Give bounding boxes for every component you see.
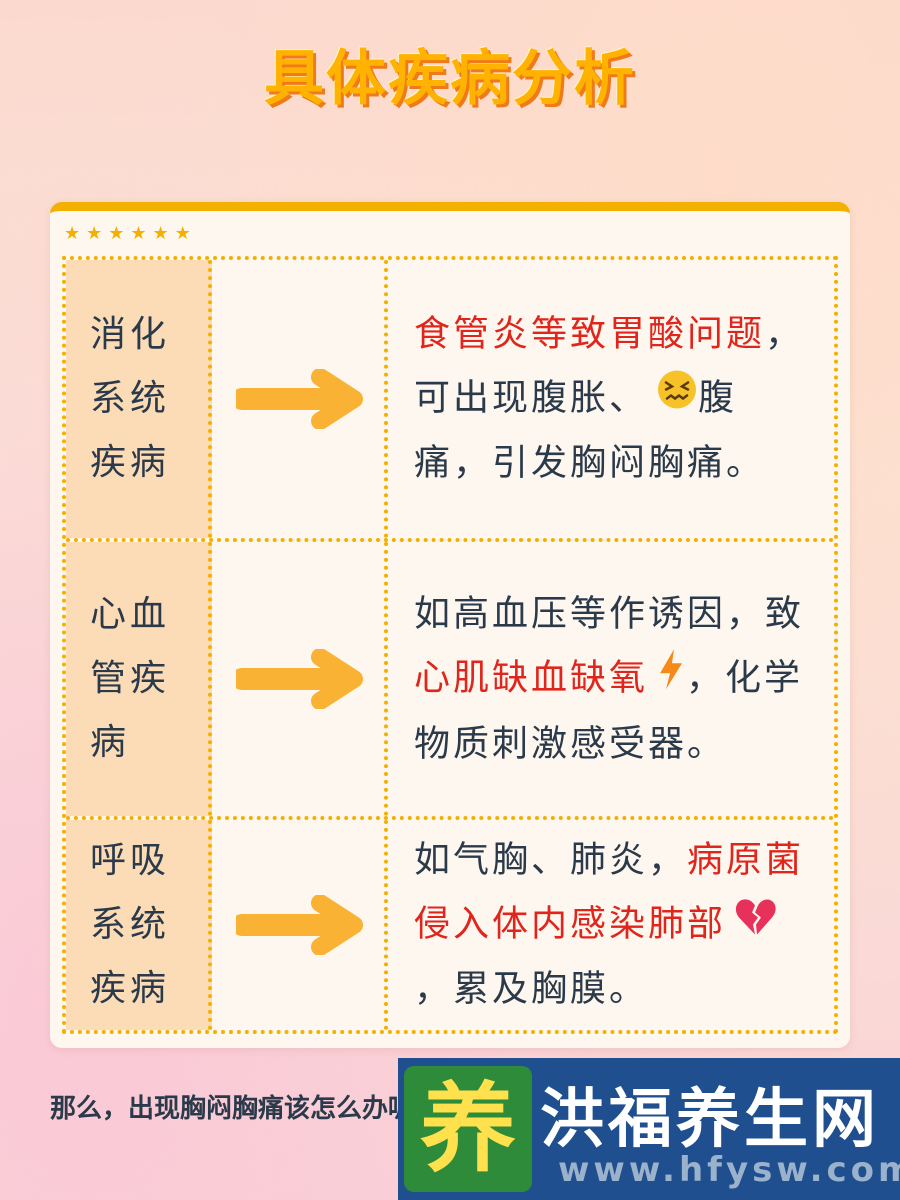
arrow-cell [216,542,388,816]
category-label: 呼吸系统疾病 [90,840,171,1009]
arrow-right-icon [236,649,363,709]
decorative-stars: ★★★★★★ [64,223,197,244]
category-label: 消化系统疾病 [90,314,171,483]
body-text: ，累及胸膜。 [414,968,649,1010]
arrow-cell [216,820,388,1030]
description-text: 食管炎等致胃酸问题，可出现腹胀、腹痛，引发胸闷胸痛。 [414,303,814,496]
table-row-digestive: 消化系统疾病 食管炎等致胃酸问题，可出现腹胀、腹痛，引发胸闷胸痛。 [66,260,834,542]
category-cell: 消化系统疾病 [66,260,212,538]
category-cell: 心血管疾病 [66,542,212,816]
watermark-banner: 养 洪福养生网 www.hfysw.com [398,1058,900,1200]
arrow-cell [216,260,388,538]
highlight-text: 食管炎等致胃酸问题 [414,313,766,355]
highlight-text: 心肌缺血缺氧 [414,657,649,699]
watermark-logo: 养 [404,1066,532,1192]
highlight-text: 病原菌侵入体内感染肺部 [414,839,805,945]
watermark-site-name: 洪福养生网 [540,1083,880,1157]
lightning-icon [656,647,686,712]
category-cell: 呼吸系统疾病 [66,820,212,1030]
description-text: 如气胸、肺炎，病原菌侵入体内感染肺部 ，累及胸膜。 [414,829,814,1022]
disease-table: 消化系统疾病 食管炎等致胃酸问题，可出现腹胀、腹痛，引发胸闷胸痛。 心血管疾病 [62,256,838,1034]
body-text: 如高血压等作诱因，致 [414,593,805,635]
body-text: 如气胸、肺炎， [414,839,688,881]
body-text: ，可出现腹胀、 [414,313,805,419]
page-title: 具体疾病分析 [264,44,636,114]
confounded-face-icon [656,368,698,432]
broken-heart-icon [734,894,776,958]
arrow-right-icon [236,895,363,955]
arrow-right-icon [236,369,363,429]
disease-analysis-card: ★★★★★★ 消化系统疾病 食管炎等致胃酸问题，可出现腹胀、腹痛，引发胸闷胸痛。… [50,202,850,1048]
table-row-cardiovascular: 心血管疾病 如高血压等作诱因，致心肌缺血缺氧，化学物质刺激感受器。 [66,542,834,820]
watermark-url: www.hfysw.com [558,1150,900,1190]
category-label: 心血管疾病 [90,594,171,763]
body-text: 腹痛，引发胸闷胸痛。 [414,377,766,484]
table-row-respiratory: 呼吸系统疾病 如气胸、肺炎，病原菌侵入体内感染肺部 ，累及胸膜。 [66,820,834,1030]
body-text: ，化学物质刺激感受器。 [414,657,804,764]
bottom-question-text: 那么，出现胸闷胸痛该怎么办呢？ [50,1094,441,1124]
description-text: 如高血压等作诱因，致心肌缺血缺氧，化学物质刺激感受器。 [414,582,814,776]
